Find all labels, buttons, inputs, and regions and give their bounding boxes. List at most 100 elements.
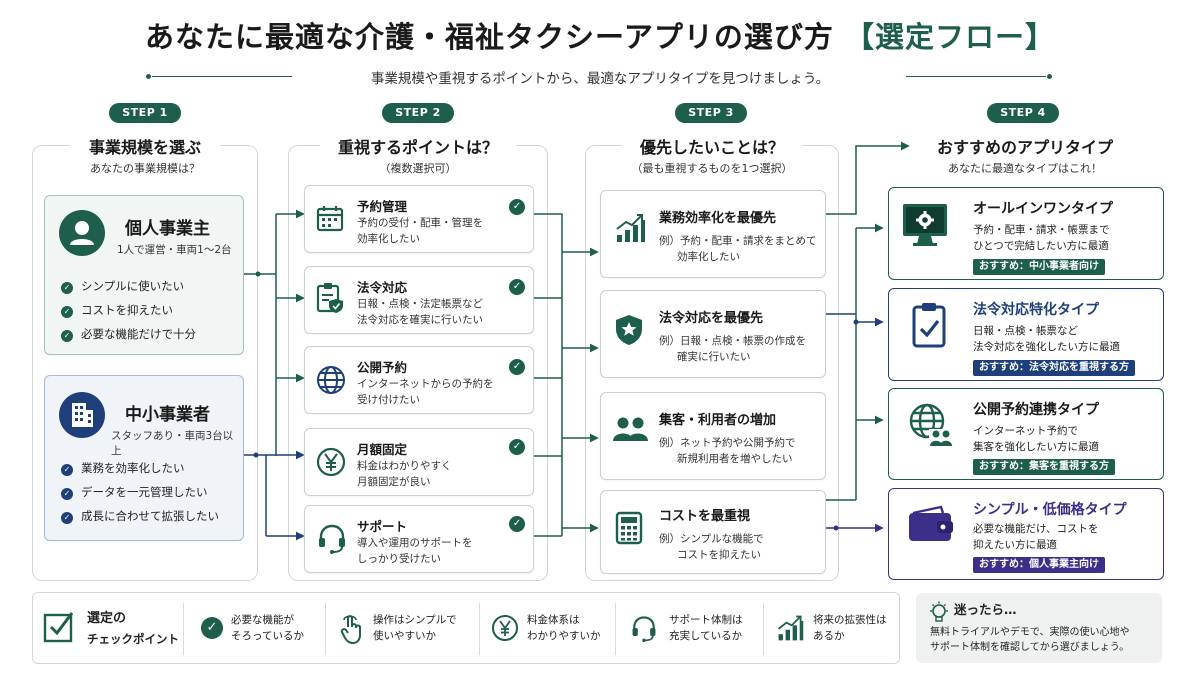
- lightbulb-icon: [930, 601, 948, 622]
- scale-sme-bullet: ✓データを一元管理したい: [61, 484, 208, 500]
- rec-title: シンプル・低価格タイプ: [973, 502, 1127, 518]
- point-text: 導入や運用のサポートをしっかり受けたい: [357, 537, 473, 565]
- point-title: 予約管理: [357, 199, 408, 214]
- globe-icon: [317, 366, 345, 394]
- subtitle-line-right: [906, 76, 1046, 77]
- check-icon[interactable]: ✓: [509, 199, 525, 215]
- point-text: インターネットからの予約を受け付けたい: [357, 378, 494, 406]
- rec-title: オールインワンタイプ: [973, 201, 1113, 217]
- step-4-sub: あなたに最適なタイプはこれ！: [948, 162, 1102, 175]
- step-2-title: 重視するポイントは？: [320, 134, 516, 158]
- checkpoint-item: 料金体系はわかりやすいか: [527, 614, 601, 642]
- point-text: 料金はわかりやすく月額固定が良い: [357, 460, 452, 488]
- check-icon[interactable]: ✓: [509, 279, 525, 295]
- point-card-flat-fee[interactable]: 月額固定 料金はわかりやすく月額固定が良い ✓: [304, 428, 534, 496]
- scale-sme-title: 中小事業者: [125, 405, 210, 425]
- rec-card-public-reservation[interactable]: 公開予約連携タイプ インターネット予約で集客を強化したい方に最適 おすすめ：集客…: [888, 388, 1164, 480]
- step-1-title: 事業規模を選ぶ: [70, 134, 220, 158]
- scale-sme-bullet: ✓成長に合わせて拡張したい: [61, 508, 219, 524]
- scale-personal-bullet: ✓コストを抑えたい: [61, 302, 173, 318]
- point-text: 日報・点検・法定帳票など法令対応を確実に行いたい: [357, 298, 483, 326]
- yen-circle-icon: [492, 615, 518, 641]
- growth-chart-icon: [616, 214, 645, 242]
- check-icon[interactable]: ✓: [509, 359, 525, 375]
- rec-title: 法令対応特化タイプ: [973, 302, 1099, 318]
- point-card-public-reservation[interactable]: 公開予約 インターネットからの予約を受け付けたい ✓: [304, 346, 534, 414]
- priority-text: 例）予約・配車・請求をまとめて効率化したい: [659, 235, 817, 263]
- rec-card-all-in-one[interactable]: オールインワンタイプ 予約・配車・請求・帳票までひとつで完結したい方に最適 おす…: [888, 187, 1164, 280]
- step-1-pill: STEP 1: [109, 103, 181, 123]
- checkpoint-item: 必要な機能がそろっているか: [231, 614, 304, 642]
- divider: [325, 603, 326, 655]
- scale-sme-bullet: ✓業務を効率化したい: [61, 460, 185, 476]
- point-card-compliance[interactable]: 法令対応 日報・点検・法定帳票など法令対応を確実に行いたい ✓: [304, 266, 534, 334]
- priority-title: 業務効率化を最優先: [659, 211, 777, 226]
- scale-card-sme[interactable]: 中小事業者 スタッフあり・車両3台以上 ✓業務を効率化したい ✓データを一元管理…: [44, 375, 244, 541]
- priority-card-cost[interactable]: コストを最重視 例）シンプルな機能でコストを抑えたい: [600, 490, 826, 574]
- globe-people-icon: [909, 403, 953, 447]
- rec-text: 予約・配車・請求・帳票までひとつで完結したい方に最適: [973, 224, 1110, 252]
- scale-personal-title: 個人事業主: [125, 219, 210, 239]
- priority-text: 例）ネット予約や公開予約で新規利用者を増やしたい: [659, 437, 796, 465]
- step-1-sub: あなたの事業規模は？: [90, 162, 200, 175]
- title-main: あなたに最適な介護・福祉タクシーアプリの選び方: [145, 20, 834, 54]
- check-icon: ✓: [61, 512, 73, 524]
- rec-text: 日報・点検・帳票など法令対応を強化したい方に最適: [973, 325, 1120, 353]
- person-icon: [59, 210, 105, 256]
- step-3-sub: （最も重視するものを1つ選択）: [631, 162, 793, 175]
- rec-text: インターネット予約で集客を強化したい方に最適: [973, 425, 1099, 453]
- headset-icon: [319, 524, 345, 554]
- point-title: サポート: [357, 519, 408, 534]
- subtitle: 事業規模や重視するポイントから、最適なアプリタイプを見つけましょう。: [370, 71, 830, 87]
- monitor-gear-icon: [903, 204, 947, 246]
- rec-badge: おすすめ：集客を重視する方: [973, 459, 1115, 475]
- scale-personal-bullet: ✓必要な機能だけで十分: [61, 326, 196, 342]
- rec-card-compliance[interactable]: 法令対応特化タイプ 日報・点検・帳票など法令対応を強化したい方に最適 おすすめ：…: [888, 288, 1164, 381]
- step-2-sub: （複数選択可）: [379, 162, 457, 175]
- checkpoint-title: 選定のチェックポイント: [87, 611, 179, 646]
- point-card-reservation[interactable]: 予約管理 予約の受付・配車・管理を効率化したい ✓: [304, 185, 534, 253]
- tap-hand-icon: [340, 615, 361, 645]
- wallet-icon: [909, 505, 953, 541]
- checkpoint-item: サポート体制は充実しているか: [669, 614, 743, 642]
- scale-sme-sub: スタッフあり・車両3台以上: [111, 430, 234, 457]
- page-title: あなたに最適な介護・福祉タクシーアプリの選び方 【選定フロー】: [0, 14, 1200, 56]
- calculator-icon: [615, 511, 643, 545]
- scale-card-personal[interactable]: 個人事業主 1人で運営・車両1〜2台 ✓シンプルに使いたい ✓コストを抑えたい …: [44, 195, 244, 355]
- rec-badge: おすすめ：個人事業主向け: [973, 557, 1105, 573]
- checkpoint-box: 選定のチェックポイント ✓ 必要な機能がそろっているか 操作はシンプルで使いやす…: [32, 592, 900, 664]
- building-icon: [59, 392, 105, 438]
- priority-card-efficiency[interactable]: 業務効率化を最優先 例）予約・配車・請求をまとめて効率化したい: [600, 190, 826, 278]
- check-circle-icon: ✓: [201, 617, 223, 639]
- priority-card-acquisition[interactable]: 集客・利用者の増加 例）ネット予約や公開予約で新規利用者を増やしたい: [600, 392, 826, 480]
- people-icon: [613, 417, 648, 441]
- priority-text: 例）シンプルな機能でコストを抑えたい: [659, 533, 764, 561]
- check-icon[interactable]: ✓: [509, 439, 525, 455]
- step-4-title: おすすめのアプリタイプ: [936, 138, 1113, 157]
- subtitle-dot-left: [146, 74, 151, 79]
- hint-box: 迷ったら… 無料トライアルやデモで、実際の使い心地やサポート体制を確認してから選…: [916, 593, 1162, 663]
- point-card-support[interactable]: サポート 導入や運用のサポートをしっかり受けたい ✓: [304, 505, 534, 573]
- priority-text: 例）日報・点検・帳票の作成を確実に行いたい: [659, 335, 806, 363]
- subtitle-row: 事業規模や重視するポイントから、最適なアプリタイプを見つけましょう。: [0, 64, 1200, 88]
- divider: [183, 603, 184, 655]
- clipboard-shield-icon: [316, 283, 343, 313]
- shield-star-icon: [616, 315, 642, 345]
- step-4-pill: STEP 4: [987, 103, 1059, 123]
- yen-icon: [316, 447, 346, 477]
- check-icon[interactable]: ✓: [509, 516, 525, 532]
- clipboard-check-icon: [912, 303, 946, 348]
- check-icon: ✓: [61, 306, 73, 318]
- check-icon: ✓: [61, 488, 73, 500]
- priority-title: コストを最重視: [659, 509, 751, 524]
- priority-card-compliance[interactable]: 法令対応を最優先 例）日報・点検・帳票の作成を確実に行いたい: [600, 290, 826, 378]
- rec-badge: おすすめ：中小事業者向け: [973, 259, 1105, 275]
- step-2-pill: STEP 2: [382, 103, 454, 123]
- step-3-pill: STEP 3: [675, 103, 747, 123]
- rec-card-simple[interactable]: シンプル・低価格タイプ 必要な機能だけ、コストを抑えたい方に最適 おすすめ：個人…: [888, 488, 1164, 580]
- point-title: 法令対応: [357, 280, 408, 295]
- title-accent: 【選定フロー】: [844, 20, 1055, 54]
- check-icon: ✓: [61, 464, 73, 476]
- priority-title: 法令対応を最優先: [659, 311, 764, 326]
